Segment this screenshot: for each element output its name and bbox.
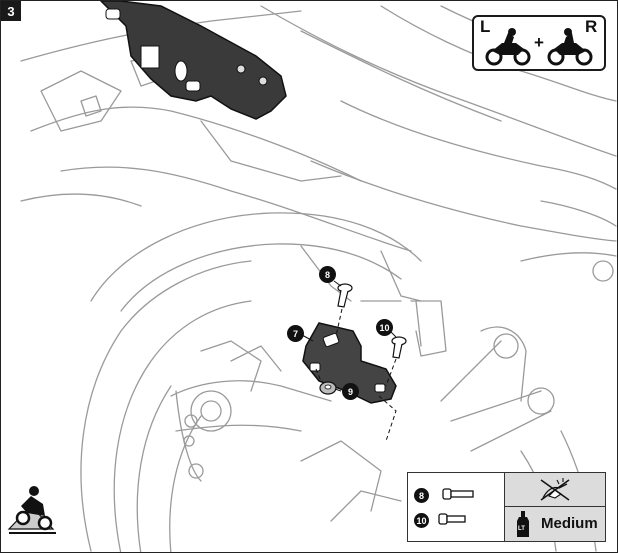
bolt-icon bbox=[438, 513, 466, 525]
plus-sign: + bbox=[534, 33, 544, 52]
callout-9: 9 bbox=[342, 383, 359, 400]
legend-part-number: 8 bbox=[414, 488, 429, 503]
motorcycle-stand-icon bbox=[7, 486, 56, 534]
left-label: L bbox=[480, 17, 491, 36]
threadlock-bottle-icon bbox=[517, 511, 529, 537]
no-grease-panel bbox=[505, 473, 605, 507]
motorcycle-right-icon bbox=[547, 28, 593, 66]
right-label: R bbox=[585, 17, 598, 36]
motorcycle-left-icon bbox=[485, 28, 531, 66]
parts-list: 8 10 bbox=[408, 473, 505, 541]
bolt-10 bbox=[391, 336, 407, 359]
parts-legend: 8 10 bbox=[407, 472, 606, 542]
bolt-icon bbox=[442, 488, 474, 500]
step-number: 3 bbox=[1, 1, 21, 21]
bolt-8 bbox=[337, 283, 353, 308]
callout-7: 7 bbox=[287, 325, 304, 342]
motorcycle-outline bbox=[20, 5, 617, 552]
no-grease-icon bbox=[540, 478, 570, 501]
threadlock-strength: Medium bbox=[541, 515, 598, 532]
threadlock-panel: LT Medium bbox=[505, 507, 605, 541]
side-indicator: L R + bbox=[472, 15, 606, 71]
callout-10: 10 bbox=[376, 319, 393, 336]
threadlock-label: LT bbox=[518, 526, 525, 532]
callout-8: 8 bbox=[319, 266, 336, 283]
assembly-guides bbox=[315, 308, 397, 442]
upper-bracket bbox=[99, 1, 287, 120]
callout-leaders bbox=[301, 280, 397, 392]
nut-9 bbox=[319, 381, 337, 395]
legend-part-number: 10 bbox=[414, 513, 429, 528]
